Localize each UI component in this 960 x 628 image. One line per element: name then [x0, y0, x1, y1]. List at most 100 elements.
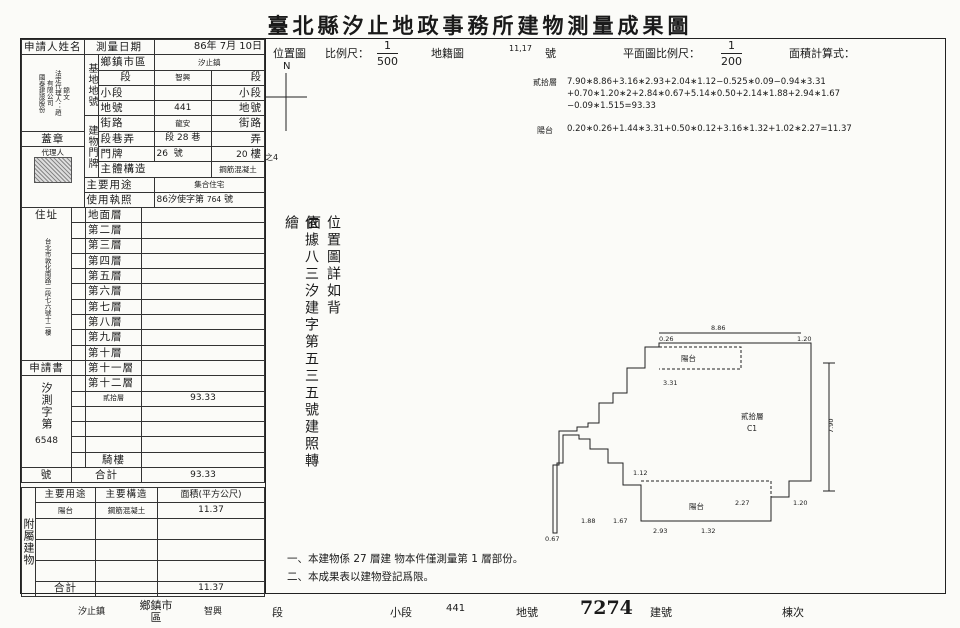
plan-scale-den: 200: [721, 55, 742, 68]
calc-floor: 7.90∗8.86+3.16∗2.93+2.04∗1.12−0.525∗0.09…: [567, 76, 840, 112]
footer-block-label: 棟次: [782, 606, 804, 619]
no-label: 號: [545, 47, 556, 60]
floor-row: 第三層: [85, 237, 142, 254]
annex-header-area: 面積(平方公尺): [157, 486, 265, 504]
door-mid: 號: [173, 148, 183, 159]
floor-row: 第七層: [85, 298, 142, 316]
cadastral-label: 地籍圖: [431, 47, 464, 60]
subsection-suffix: 小段: [211, 84, 265, 102]
survey-date: 86年 7月 10日: [153, 38, 265, 56]
total-label: 合計: [71, 467, 142, 484]
floor-row: 地面層: [85, 206, 142, 224]
seal-label: 蓋章: [21, 130, 85, 148]
location-scale: 1 500: [377, 40, 398, 67]
footer-building-no: 7274: [580, 597, 633, 619]
lot-value: 441: [153, 100, 213, 117]
subsection-label: 小段: [97, 84, 155, 102]
permit-value: 86汐使字第: [156, 194, 204, 205]
footer-section-label: 段: [272, 606, 283, 619]
floor-plan: 8.86 0.26 1.20 3.31 7.90 1.12 1.88 1.67 …: [545, 324, 835, 543]
application-no-chars: 汐測字第: [40, 382, 53, 431]
annex-use: 陽台: [35, 502, 96, 519]
floor-row: 第九層: [85, 329, 142, 346]
dim-label: 7.90: [827, 419, 835, 433]
survey-date-label: 測量日期: [83, 38, 155, 56]
street-suffix: 街路: [211, 115, 265, 132]
use-value: 集合住宅: [153, 176, 265, 193]
annex-total-label: 合計: [35, 580, 96, 597]
calc-floor-label: 貳拾層: [533, 78, 557, 87]
balcony-label-top: 陽台: [681, 353, 696, 363]
section-label: 段: [97, 69, 155, 86]
floor-row: 第十一層: [85, 359, 142, 377]
calc-balcony: 0.20∗0.26+1.44∗3.31+0.50∗0.12+3.16∗1.32+…: [567, 124, 852, 134]
footer-lot-label: 地號: [516, 606, 538, 619]
permit-label: 使用執照: [83, 191, 155, 209]
annex-label: 附屬建物: [21, 487, 36, 597]
application-no-label: 申請書: [21, 359, 72, 377]
balcony-outline-bottom: [641, 480, 772, 497]
application-no: 6548: [35, 436, 58, 447]
floor-row: 第十二層: [85, 375, 142, 392]
calc-line: 7.90∗8.86+3.16∗2.93+2.04∗1.12−0.525∗0.09…: [567, 77, 826, 87]
applicant-name-2: 有限公司: [45, 80, 54, 107]
dim-label: 1.67: [613, 517, 627, 525]
balcony-label-bottom: 陽台: [689, 501, 704, 511]
door-extra: 之4: [265, 153, 279, 162]
dim-label: 1.20: [793, 499, 807, 507]
annex-table: 附屬建物 主要用途 主要構造 面積(平方公尺) 陽台 鋼筋混凝土 11.37 合…: [21, 486, 265, 597]
dim-label: 3.31: [663, 379, 677, 387]
footer-building-no-label: 建號: [650, 606, 672, 619]
annex-header-structure: 主要構造: [95, 486, 158, 504]
applicant-label: 申請人姓名: [21, 38, 85, 56]
application-form: 申請人姓名 測量日期 86年 7月 10日 國泰建設股份 有限公司 法定代理人：…: [21, 38, 265, 209]
footer-section: 智興: [204, 607, 223, 617]
section-suffix: 段: [211, 69, 265, 86]
annex-area: 11.37: [157, 502, 265, 519]
floor-row: 第二層: [85, 222, 142, 239]
calc-line: +0.70∗1.20∗2+2.84∗0.67+5.14∗0.50+2.14∗1.…: [567, 89, 841, 99]
building-no-label: 建物門牌: [83, 115, 99, 178]
annex-header-use: 主要用途: [35, 486, 96, 504]
note-1: 一、本建物係 27 層建 物本件僅測量第 1 層部份。: [287, 553, 524, 565]
street-value: 龍安: [153, 115, 213, 132]
district-label: 鄉鎮市區: [97, 54, 155, 71]
location-label: 位置圖: [273, 47, 306, 60]
total-value: 93.33: [141, 467, 265, 484]
door-suffix: 樓: [250, 147, 262, 160]
base-label: 基地地號: [83, 54, 99, 117]
balcony-outline-top: [659, 346, 742, 370]
location-note-b: 依據八三汐建字第五三五號建照轉繪: [283, 215, 319, 470]
lane-label: 段巷弄: [97, 130, 155, 148]
plan-scale: 1 200: [721, 40, 742, 67]
agent-label: 代理人: [41, 148, 65, 158]
floor-row: 第十層: [85, 344, 142, 361]
door-floor: 20: [236, 149, 248, 160]
location-scale-num: 1: [377, 40, 398, 54]
plan-scale-num: 1: [721, 40, 742, 54]
floor-row: 第五層: [85, 268, 142, 285]
room-main-label: 貳拾層: [741, 411, 764, 421]
page-title: 臺北縣汐止地政事務所建物測量成果圖: [267, 13, 693, 38]
lane-value: 段 28 巷: [153, 130, 213, 148]
survey-sheet: 申請人姓名 測量日期 86年 7月 10日 國泰建設股份 有限公司 法定代理人：…: [20, 38, 946, 597]
formula-label: 面積計算式：: [789, 47, 855, 60]
calc-balcony-label: 陽台: [537, 126, 553, 135]
location-scale-den: 500: [377, 55, 398, 68]
section-value: 智興: [153, 69, 213, 86]
application-no-suffix: 號: [21, 467, 72, 484]
lane-suffix: 弄: [211, 130, 265, 148]
footer-district: 汐止鎮: [78, 607, 106, 617]
address-label: 住址: [35, 209, 58, 221]
footer-district-label: 鄉鎮市區: [139, 599, 173, 624]
door-value: 26: [156, 148, 168, 159]
seal-stamp: [33, 156, 72, 183]
street-label: 街路: [97, 115, 155, 132]
floor-table: 住址 台北市敦化南路二段七六號十二樓 地面層 第二層 第三層 第四層 第五層 第…: [21, 206, 265, 484]
district-value: 汐止鎮: [153, 54, 265, 71]
location-note-a: 位置圖詳如背面: [305, 215, 341, 317]
address-text: 台北市敦化南路二段七六號十二樓: [43, 237, 52, 336]
floor-row: 第八層: [85, 314, 142, 331]
floor-row: 第四層: [85, 252, 142, 270]
dim-label: 2.27: [735, 499, 749, 507]
